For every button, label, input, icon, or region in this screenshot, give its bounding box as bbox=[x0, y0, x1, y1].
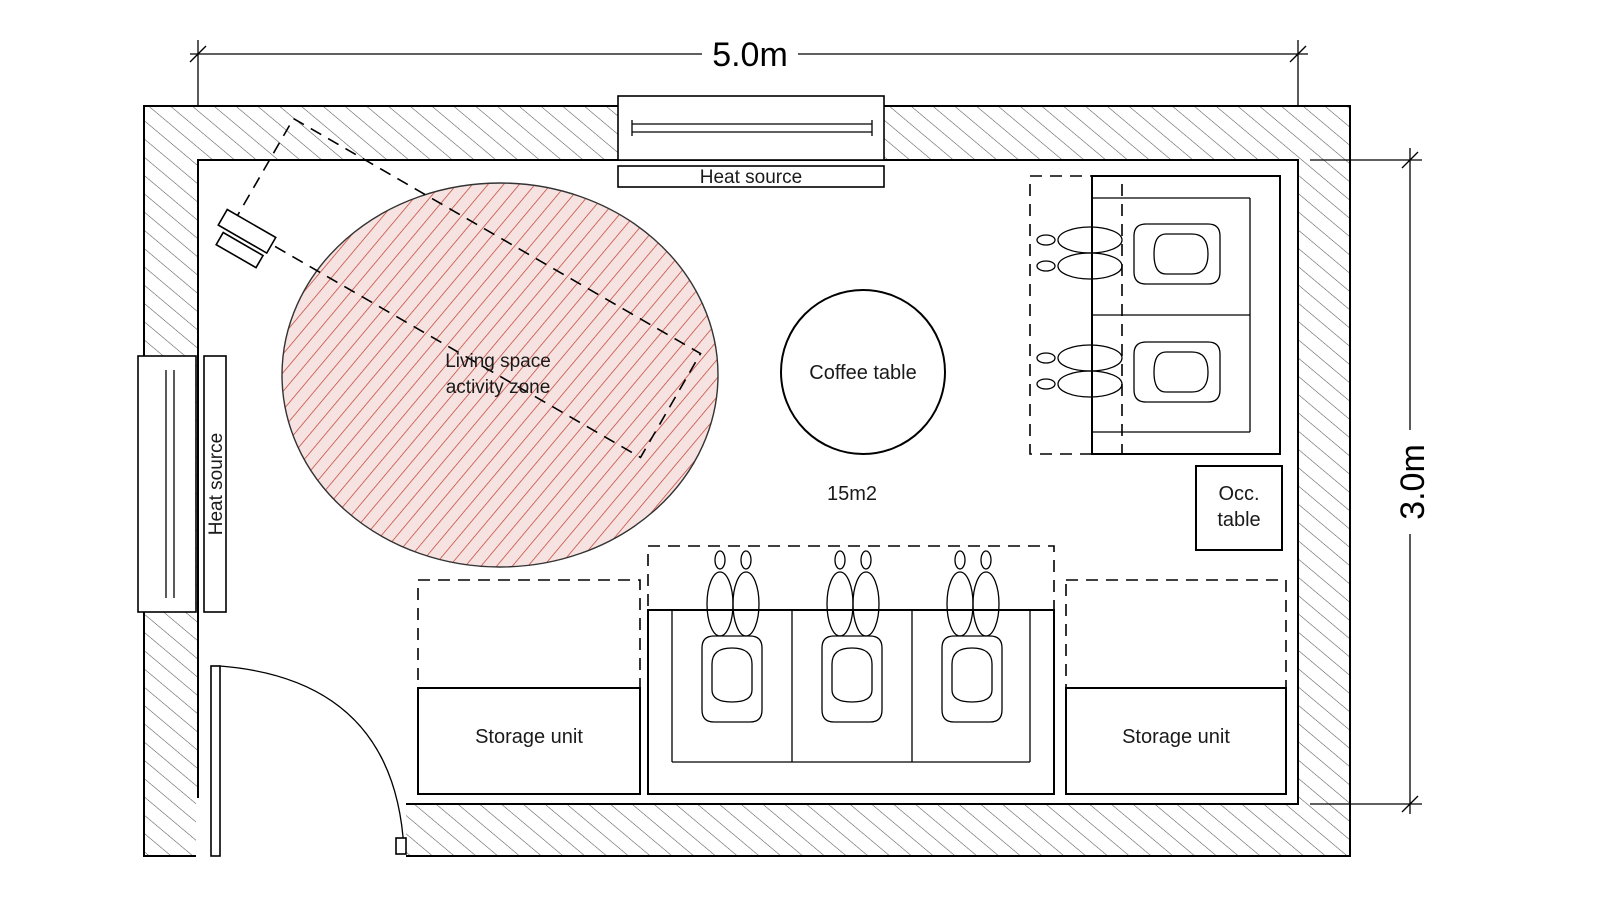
activity-zone-label-1: Living space bbox=[445, 351, 551, 372]
window-left bbox=[137, 355, 197, 613]
storage-unit-left[interactable]: Storage unit bbox=[417, 579, 641, 795]
sofa-bottom[interactable] bbox=[647, 545, 1055, 795]
occ-table-label-2: table bbox=[1217, 509, 1260, 531]
height-dimension: 3.0m bbox=[1310, 148, 1432, 814]
occ-table-label-1: Occ. bbox=[1218, 483, 1259, 505]
heat-source-left-label: Heat source bbox=[206, 433, 227, 535]
width-dimension-label: 5.0m bbox=[712, 36, 788, 74]
width-dimension: 5.0m bbox=[189, 36, 1308, 106]
coffee-table-label: Coffee table bbox=[809, 362, 917, 384]
coffee-table[interactable]: Coffee table bbox=[780, 289, 946, 455]
window-top bbox=[617, 95, 885, 161]
activity-zone-label-2: activity zone bbox=[446, 377, 551, 398]
heat-source-top-label: Heat source bbox=[700, 167, 802, 188]
occasional-table[interactable]: Occ. table bbox=[1195, 465, 1283, 551]
heat-source-top: Heat source bbox=[617, 165, 885, 188]
door[interactable] bbox=[144, 665, 1350, 860]
storage-unit-right[interactable]: Storage unit bbox=[1065, 579, 1287, 795]
room-area-label: 15m2 bbox=[827, 483, 877, 505]
storage-unit-left-label: Storage unit bbox=[475, 726, 583, 748]
storage-unit-right-label: Storage unit bbox=[1122, 726, 1230, 748]
heat-source-left: Heat source bbox=[203, 355, 227, 613]
height-dimension-label: 3.0m bbox=[1394, 444, 1432, 520]
sofa-right[interactable] bbox=[1029, 175, 1281, 455]
activity-zone: Living space activity zone bbox=[215, 117, 719, 568]
